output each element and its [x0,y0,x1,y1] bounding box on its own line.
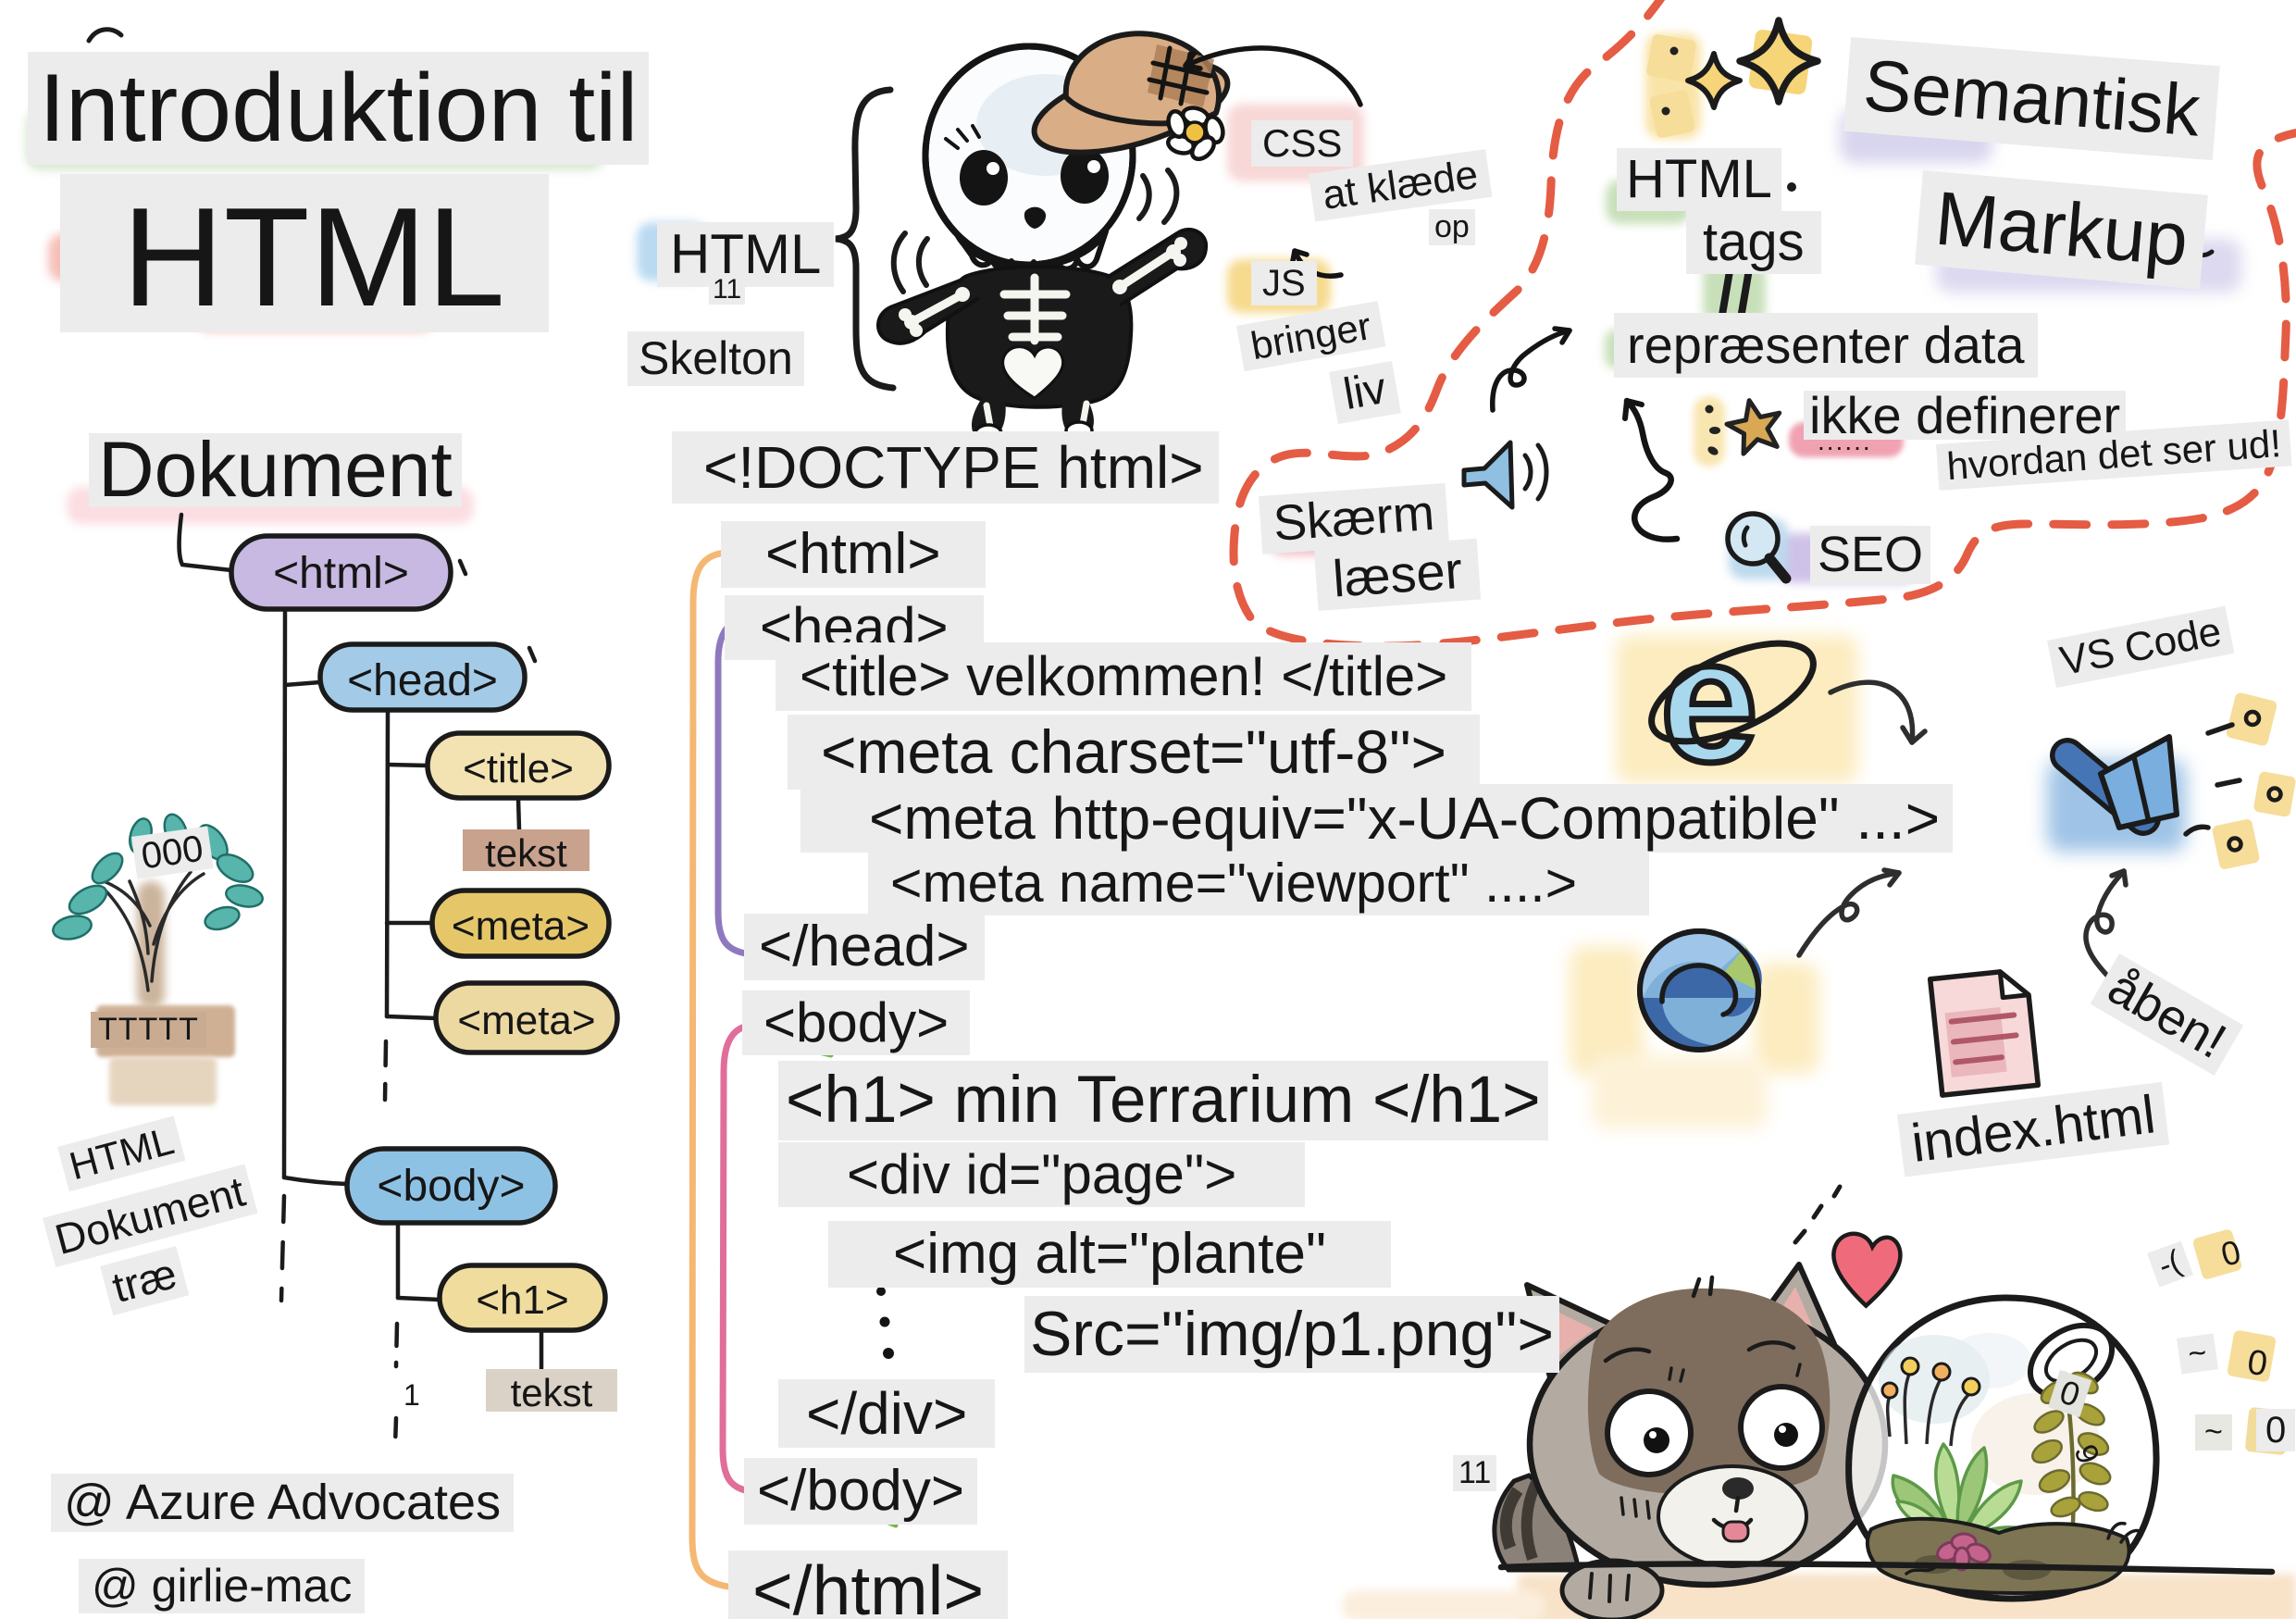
svg-text:e: e [1660,603,1758,799]
